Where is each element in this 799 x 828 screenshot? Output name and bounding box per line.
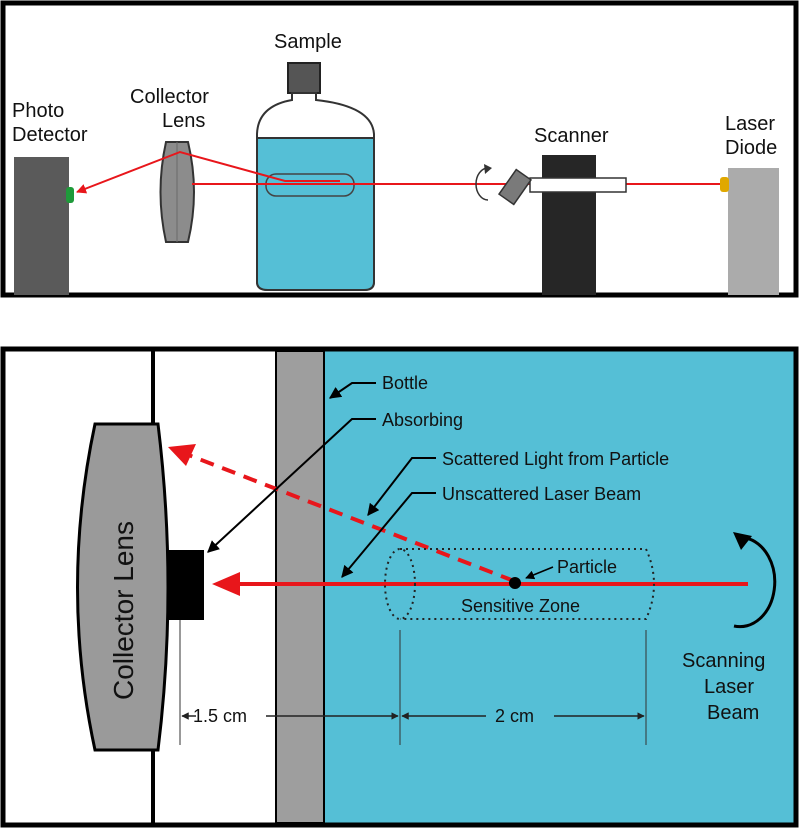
particle-pointer <box>525 566 554 580</box>
scattered-light-label: Scattered Light from Particle <box>442 449 669 469</box>
rotation-arrow-head-icon <box>484 164 492 174</box>
scanner-label: Scanner <box>534 125 609 147</box>
collector-lens-large-label: Collector Lens <box>108 521 139 700</box>
laser-diode-label-2: Diode <box>725 137 777 159</box>
top-panel-frame <box>0 0 799 298</box>
dim-2-label: 2 cm <box>495 706 534 726</box>
sample-label: Sample <box>274 31 342 53</box>
scanner-tube <box>529 177 627 193</box>
scattered-beam <box>76 150 340 194</box>
photo-detector-label-2: Detector <box>12 124 88 146</box>
scattered-light-pointer <box>367 457 436 516</box>
scanner-mirror <box>497 168 533 206</box>
scanning-rotation-head-icon <box>733 532 752 550</box>
sensitive-zone-label: Sensitive Zone <box>461 596 580 616</box>
detector-sensor-icon <box>66 187 74 203</box>
bottle-cap <box>287 62 321 94</box>
unscattered-beam-label: Unscattered Laser Beam <box>442 484 641 504</box>
particle-dot <box>509 577 521 589</box>
scanning-rotation-icon <box>733 536 777 629</box>
scanning-label-2: Laser <box>704 676 754 698</box>
bottle-wall <box>275 350 325 824</box>
unscattered-beam-pointer <box>341 492 436 578</box>
absorbing-label: Absorbing <box>382 410 463 430</box>
absorbing-block <box>168 550 204 620</box>
absorbing-pointer <box>207 418 376 553</box>
sample-liquid <box>256 137 375 291</box>
top-panel: Photo Detector Collector Lens Sample Sca… <box>0 0 799 298</box>
scanning-label-1: Scanning <box>682 650 765 672</box>
collector-lens-label-1: Collector <box>130 86 209 108</box>
sensitive-zone-end <box>384 548 416 620</box>
bottom-panel: Collector Lens Particle Sensitive Zone S… <box>0 346 799 828</box>
sensitive-zone-cylinder <box>400 548 655 620</box>
unscattered-beam-arrowhead <box>212 572 240 596</box>
scanner-body <box>542 155 596 295</box>
photo-detector-label-1: Photo <box>12 100 64 122</box>
bottle-label: Bottle <box>382 373 428 393</box>
dim-1-label: 1.5 cm <box>193 706 247 726</box>
particle-label: Particle <box>557 557 617 577</box>
bottle-pointer <box>329 382 376 399</box>
diode-emitter-icon <box>720 177 729 192</box>
bottom-panel-frame <box>0 346 799 828</box>
scattered-beam-arrowhead <box>168 444 196 466</box>
photo-detector <box>14 157 69 295</box>
water-region <box>325 351 794 823</box>
scattered-beam-dashed <box>185 452 515 583</box>
laser-diode-label-1: Laser <box>725 113 775 135</box>
rotation-arrow-icon <box>475 167 489 201</box>
collector-lens-label-2: Lens <box>162 110 205 132</box>
collector-lens-large <box>76 422 170 752</box>
scanning-label-3: Beam <box>707 702 759 724</box>
laser-diode <box>728 168 779 295</box>
